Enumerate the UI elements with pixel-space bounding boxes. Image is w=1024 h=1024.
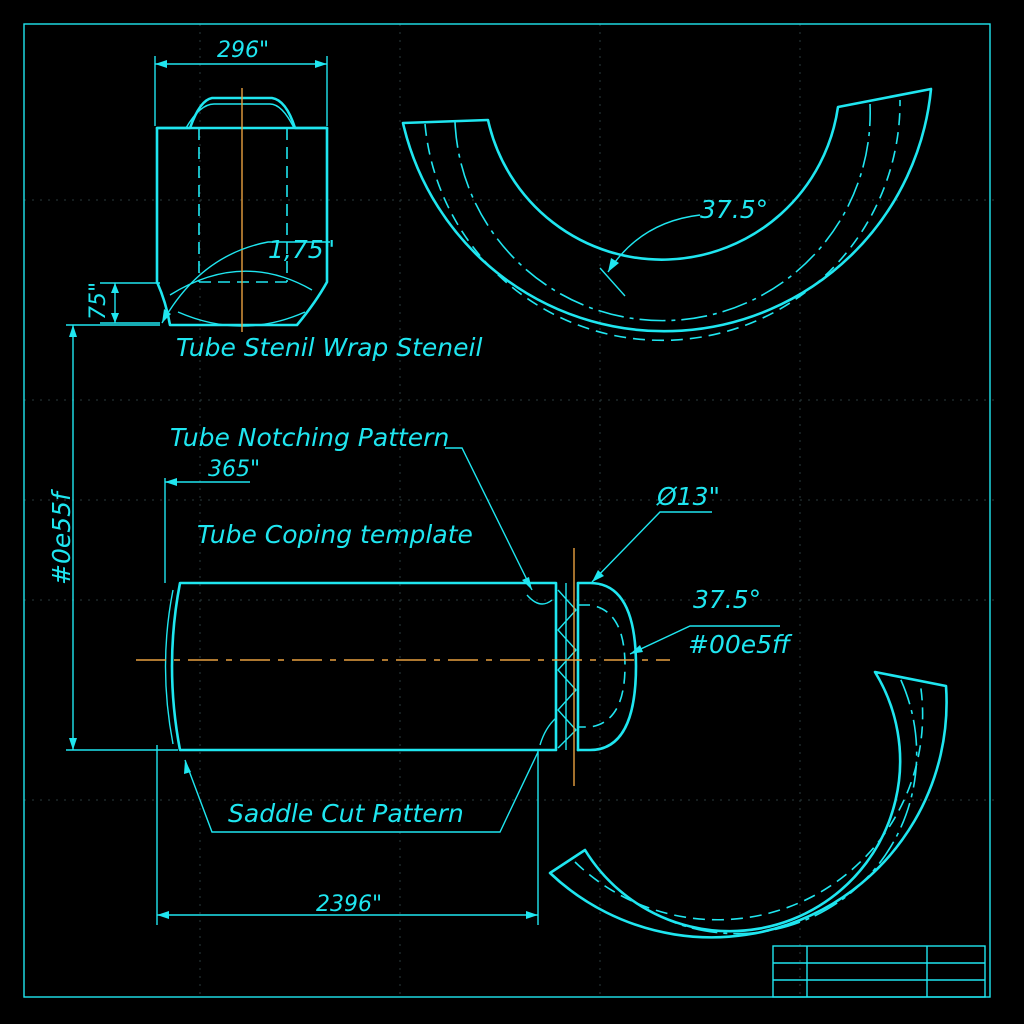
top-arc-stencil	[401, 87, 933, 342]
top-radius-text: 1,75"	[268, 235, 335, 264]
diameter-text: Ø13"	[656, 482, 720, 511]
vertical-dimension: #0e55f	[47, 324, 178, 751]
top-width-dimension: 296"	[154, 38, 328, 126]
diameter-callout: Ø13"	[591, 482, 720, 583]
top-height-text: 75"	[86, 282, 111, 320]
top-width-text: 296"	[217, 38, 269, 63]
top-arc-angle-callout: 37.5°	[599, 195, 768, 297]
tube-angle-callout: 37.5° #00e5ff	[629, 585, 793, 659]
stencil-view	[155, 88, 329, 332]
bottom-length-text: 2396"	[316, 892, 382, 917]
tube-offset-text: 365"	[208, 457, 260, 482]
background-grid	[24, 24, 1000, 996]
title-block	[772, 945, 986, 998]
tube-color-code-text: #00e5ff	[688, 630, 793, 659]
top-radius-callout: 1,75"	[161, 235, 335, 324]
tube-offset-dimension: 365"	[164, 457, 260, 583]
notching-pattern-label: Tube Notching Pattern	[170, 423, 449, 452]
tube-body	[136, 548, 670, 786]
vertical-dimension-text: #0e55f	[47, 489, 76, 585]
bottom-length-dimension: 2396"	[156, 745, 539, 925]
bottom-arc-stencil	[548, 670, 948, 939]
top-height-dimension: 75"	[86, 282, 160, 324]
sheet-border	[23, 23, 991, 998]
top-arc-angle-text: 37.5°	[700, 195, 768, 224]
coping-template-label: Tube Coping template	[197, 520, 473, 549]
notching-leader	[445, 447, 533, 591]
wrap-stencil-label: Tube Stenil Wrap Steneil	[176, 333, 482, 362]
saddle-cut-label: Saddle Cut Pattern	[228, 799, 464, 828]
tube-angle-text: 37.5°	[693, 585, 761, 614]
